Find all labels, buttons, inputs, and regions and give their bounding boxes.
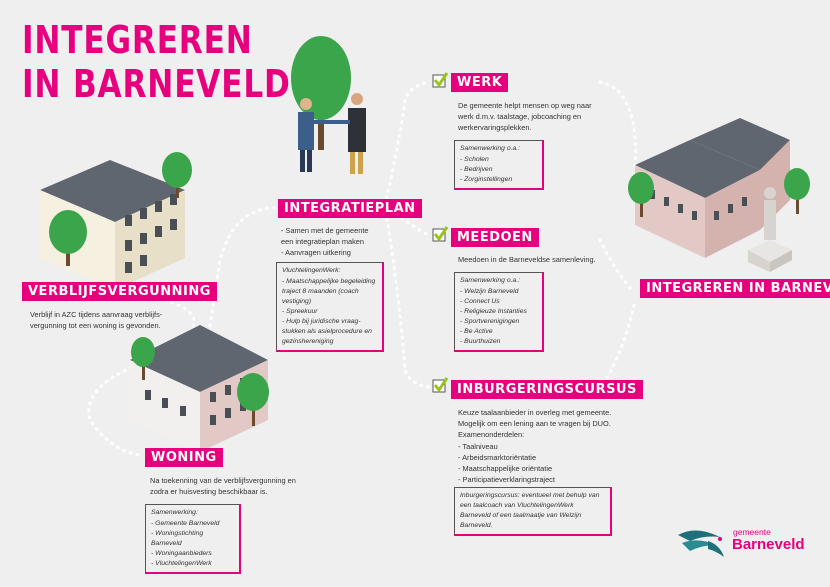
list-item: Sportverenigingen: [460, 317, 537, 327]
werk-partners-list: Scholen Bedrijven Zorginstellingen: [460, 155, 537, 185]
page-title: INTEGREREN IN BARNEVELD: [22, 18, 291, 106]
house-illustration: [130, 325, 269, 452]
logo-small-text: gemeente: [733, 527, 771, 537]
woning-box-header: Samenwerking:: [151, 509, 198, 516]
azc-building-illustration: [40, 152, 192, 290]
woning-partners-box: Samenwerking: Gemeente Barneveld Wonings…: [145, 504, 241, 574]
woning-label: WONING: [145, 448, 223, 467]
meedoen-text: Meedoen in de Barneveldse samenleving.: [458, 255, 596, 264]
integratieplan-box-list: Maatschappelijke begeleiding traject 8 m…: [282, 277, 377, 347]
list-item: Participatieverklaringstraject: [458, 474, 608, 485]
meedoen-box-header: Samenwerking o.a.:: [460, 277, 521, 284]
list-item: Gemeente Barneveld: [151, 519, 234, 529]
list-item: Aanvragen uitkering: [281, 247, 381, 258]
checkmark-icon: [432, 72, 448, 88]
inburgeringscursus-box: Inburgeringscursus: eventueel met behulp…: [454, 487, 612, 536]
list-item: Welzijn Barneveld: [460, 287, 537, 297]
meedoen-partners-box: Samenwerking o.a.: Welzijn Barneveld Con…: [454, 272, 544, 352]
checkmark-icon: [432, 226, 448, 242]
woning-partners-list: Gemeente Barneveld Woningstichting Barne…: [151, 519, 234, 569]
list-item: Spreekuur: [282, 307, 377, 317]
list-item: Maatschappelijke begeleiding traject 8 m…: [282, 277, 377, 307]
list-item: VluchtelingenWerk: [151, 559, 234, 569]
examen-list: Taalniveau Arbeidsmarktoriëntatie Maatsc…: [458, 441, 608, 485]
integratieplan-box-header: VluchtelingenWerk:: [282, 267, 341, 274]
verblijfsvergunning-text: Verblijf in AZC tijdens aanvraag verblij…: [30, 310, 163, 330]
integratieplan-box: VluchtelingenWerk: Maatschappelijke bege…: [276, 262, 384, 352]
title-line-1: INTEGREREN: [22, 18, 253, 62]
werk-partners-box: Samenwerking o.a.: Scholen Bedrijven Zor…: [454, 140, 544, 190]
list-item: Taalniveau: [458, 441, 608, 452]
list-item: Bedrijven: [460, 165, 537, 175]
title-line-2: IN BARNEVELD: [22, 62, 291, 106]
list-item: Buurthuizen: [460, 337, 537, 347]
list-item: Arbeidsmarktoriëntatie: [458, 452, 608, 463]
werk-box-header: Samenwerking o.a.:: [460, 145, 521, 152]
list-item: Samen met de gemeente een integratieplan…: [281, 225, 381, 247]
werk-label: WERK: [451, 73, 509, 92]
handshake-illustration: [291, 36, 366, 174]
list-item: Maatschappelijke oriëntatie: [458, 463, 608, 474]
woning-text: Na toekenning van de verblijfsvergunning…: [150, 476, 296, 496]
checkmark-icon: [432, 377, 448, 393]
logo-big-text: Barneveld: [732, 536, 805, 553]
werk-text: De gemeente helpt mensen op weg naar wer…: [458, 101, 592, 132]
list-item: Connect Us: [460, 297, 537, 307]
inburgeringscursus-text: Keuze taalaanbieder in overleg met gemee…: [458, 408, 612, 439]
town-hall-illustration: [628, 118, 810, 272]
list-item: Religieuze Instanties: [460, 307, 537, 317]
verblijfsvergunning-label: VERBLIJFSVERGUNNING: [22, 282, 217, 301]
list-item: Be Active: [460, 327, 537, 337]
list-item: Hulp bij juridische vraag-stukken als as…: [282, 317, 377, 347]
integratieplan-label: INTEGRATIEPLAN: [278, 199, 422, 218]
list-item: Scholen: [460, 155, 537, 165]
inburgeringscursus-label: INBURGERINGSCURSUS: [451, 380, 643, 399]
integreren-in-barneveld-label: INTEGREREN IN BARNEVELD: [640, 279, 830, 298]
list-item: Woningstichting Barneveld: [151, 529, 234, 549]
list-item: Woningaanbieders: [151, 549, 234, 559]
integratieplan-list: Samen met de gemeente een integratieplan…: [281, 225, 381, 258]
list-item: Zorginstellingen: [460, 175, 537, 185]
meedoen-label: MEEDOEN: [451, 228, 539, 247]
logo-emblem-icon: [678, 530, 724, 557]
meedoen-partners-list: Welzijn Barneveld Connect Us Religieuze …: [460, 287, 537, 347]
